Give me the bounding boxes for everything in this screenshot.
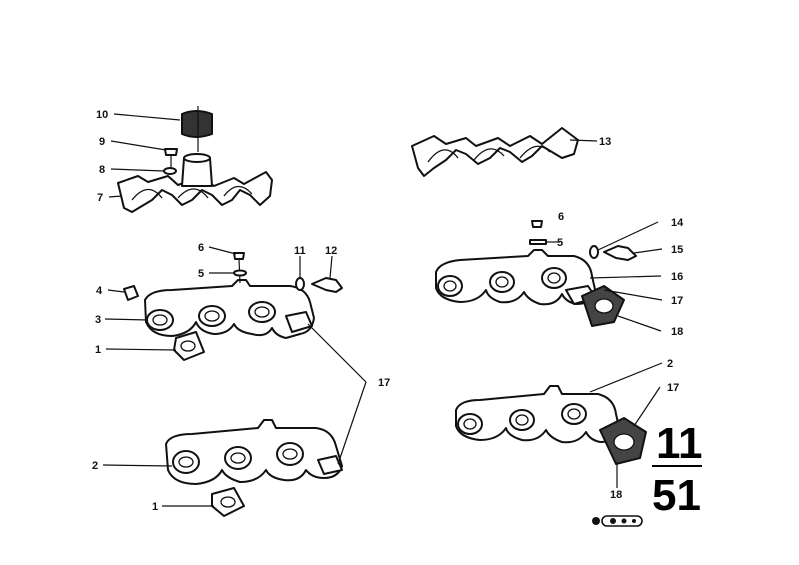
sleeve-part-10 <box>181 106 213 152</box>
callout-7: 7 <box>97 192 103 204</box>
callout-2-left: 2 <box>92 460 98 472</box>
engine-symbol-icon <box>592 515 643 527</box>
callout-13: 13 <box>599 136 611 148</box>
washer-part-14 <box>589 245 599 259</box>
callout-3: 3 <box>95 314 101 326</box>
callout-18-right-upper: 18 <box>671 326 683 338</box>
callout-1-lower: 1 <box>152 501 158 513</box>
gasket-part-18-lower <box>599 417 647 465</box>
callout-18-right-lower: 18 <box>610 489 622 501</box>
group-code-top: 11 <box>656 419 703 468</box>
callout-12: 12 <box>325 245 337 257</box>
group-code: 11 51 <box>652 419 703 520</box>
stud-part-6-left <box>233 252 245 284</box>
callout-10: 10 <box>96 109 108 121</box>
callout-15: 15 <box>671 244 683 256</box>
callout-4: 4 <box>96 285 103 297</box>
manifold-lower-right <box>455 385 621 444</box>
sensor-part-15 <box>603 245 637 261</box>
nut-part-4 <box>123 285 139 301</box>
callout-16: 16 <box>671 271 683 283</box>
group-code-bottom: 51 <box>652 471 701 520</box>
callout-6-right: 6 <box>558 211 564 223</box>
manifold-lower-left <box>165 419 343 485</box>
callout-8: 8 <box>99 164 105 176</box>
gasket-part-18-upper <box>581 285 625 327</box>
callout-17-right-upper: 17 <box>671 295 683 307</box>
washer-part-5-right <box>529 239 547 245</box>
callout-14: 14 <box>671 217 684 229</box>
callout-5-right: 5 <box>557 237 563 249</box>
callout-11: 11 <box>294 245 306 257</box>
callout-6-left: 6 <box>198 242 204 254</box>
callouts: 10 9 8 7 13 6 5 11 12 4 3 1 6 5 14 15 16… <box>92 109 684 513</box>
manifold-upper-left <box>144 279 315 339</box>
callout-9: 9 <box>99 136 105 148</box>
manifold-right-middle <box>435 249 597 306</box>
stud-part-6-right <box>531 220 543 228</box>
pipe-stub <box>181 153 213 187</box>
gasket-part-1-upper <box>173 331 205 361</box>
sensor-part-12 <box>311 277 343 293</box>
callout-1-upper: 1 <box>95 344 101 356</box>
heat-shield-right <box>411 127 579 177</box>
bolt-part-9 <box>164 148 178 170</box>
washer-part-8 <box>163 167 177 175</box>
leader-lines <box>102 113 663 507</box>
gasket-part-1-lower <box>211 487 245 517</box>
washer-part-11 <box>295 277 305 291</box>
callout-5-left: 5 <box>198 268 204 280</box>
callout-17-right-lower: 17 <box>667 382 679 394</box>
callout-17-center: 17 <box>378 377 390 389</box>
callout-2-right: 2 <box>667 358 673 370</box>
washer-part-5-left <box>233 269 247 277</box>
